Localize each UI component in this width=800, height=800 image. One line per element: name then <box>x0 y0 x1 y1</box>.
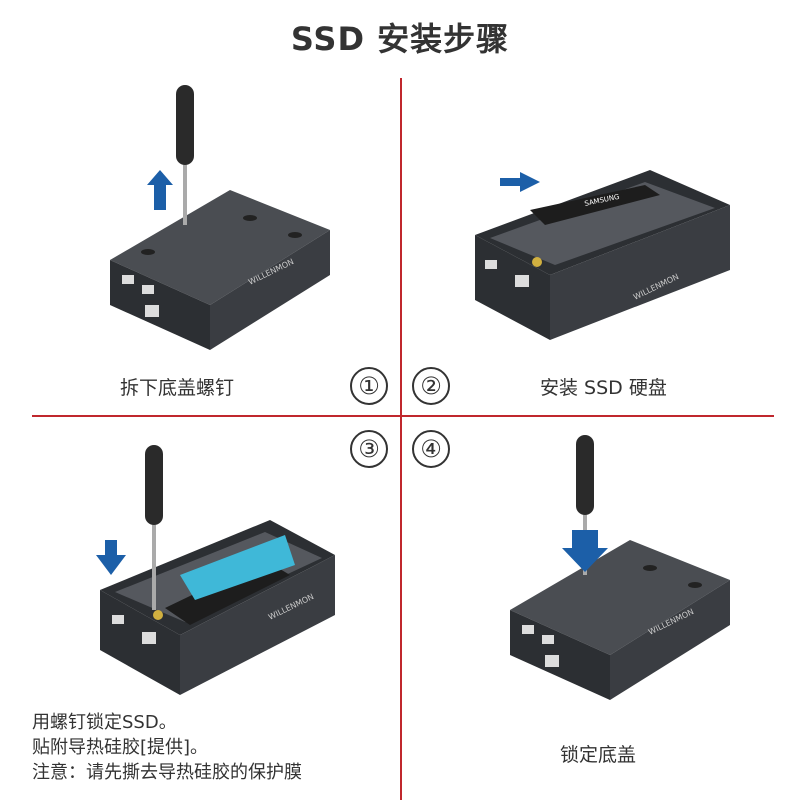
vertical-divider <box>400 78 402 800</box>
step1-number: ① <box>350 367 388 405</box>
step3-number: ③ <box>350 430 388 468</box>
step1-illustration: WILLENMON <box>110 85 330 350</box>
step4-illustration: WILLENMON <box>510 435 730 700</box>
step3-note-line: 用螺钉锁定SSD。 <box>32 712 177 733</box>
page-title: SSD 安装步骤 <box>290 20 510 58</box>
step4-number: ④ <box>412 430 450 468</box>
step2-number: ② <box>412 367 450 405</box>
horizontal-divider <box>32 415 774 417</box>
step2-caption: 安装 SSD 硬盘 <box>540 377 667 399</box>
step1-caption: 拆下底盖螺钉 <box>120 377 235 399</box>
step3-illustration: WILLENMON <box>96 445 335 695</box>
step2-illustration: SAMSUNG WILLENMON <box>475 170 730 340</box>
step3-notes: 用螺钉锁定SSD。 贴附导热硅胶[提供]。 注意：请先撕去导热硅胶的保护膜 <box>32 710 302 785</box>
step4-caption: 锁定底盖 <box>560 744 637 766</box>
step3-note-line: 注意：请先撕去导热硅胶的保护膜 <box>32 762 302 783</box>
step3-note-line: 贴附导热硅胶[提供]。 <box>32 737 209 758</box>
